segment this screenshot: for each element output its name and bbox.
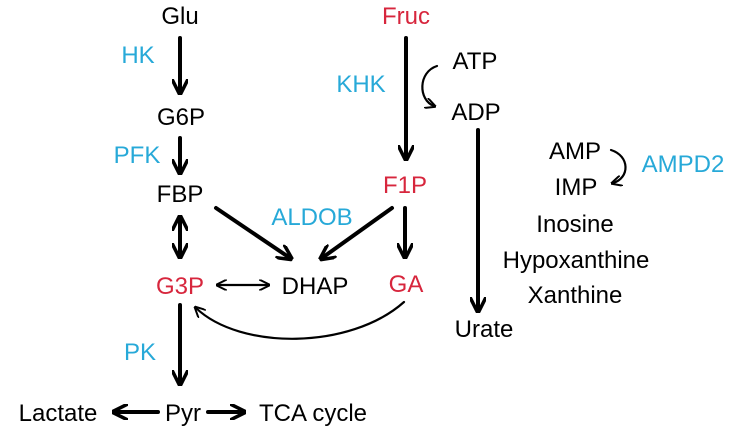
urate-label: Urate [455, 316, 514, 343]
glu-label: Glu [161, 3, 198, 30]
lactate-label: Lactate [19, 400, 98, 427]
aldob-enzyme-label: ALDOB [271, 204, 352, 231]
ampd2-enzyme-label: AMPD2 [642, 151, 725, 178]
g3p-label: G3P [156, 273, 204, 300]
f1p-to-dhap-arrow [322, 206, 394, 258]
imp-label: IMP [555, 174, 598, 201]
khk-enzyme-label: KHK [336, 71, 385, 98]
amp-to-imp-curved-arrow [609, 148, 627, 183]
atp-to-adp-curved-arrow [421, 64, 439, 106]
ga-label: GA [389, 271, 424, 298]
g6p-label: G6P [157, 104, 205, 131]
pfk-enzyme-label: PFK [114, 142, 161, 169]
fbp-label: FBP [157, 181, 204, 208]
dhap-label: DHAP [282, 273, 349, 300]
inosine-label: Inosine [536, 211, 613, 238]
ga-to-g3p-curved-arrow [196, 300, 406, 340]
amp-label: AMP [549, 138, 601, 165]
hypoxanthine-label: Hypoxanthine [503, 247, 650, 274]
fbp-to-dhap-arrow [214, 206, 290, 258]
f1p-label: F1P [383, 172, 427, 199]
fruc-label: Fruc [382, 3, 430, 30]
adp-label: ADP [451, 99, 500, 126]
atp-label: ATP [453, 48, 498, 75]
tca-cycle-label: TCA cycle [259, 400, 367, 427]
pyr-label: Pyr [165, 400, 201, 427]
hk-enzyme-label: HK [121, 42, 154, 69]
pk-enzyme-label: PK [124, 339, 156, 366]
xanthine-label: Xanthine [528, 282, 623, 309]
